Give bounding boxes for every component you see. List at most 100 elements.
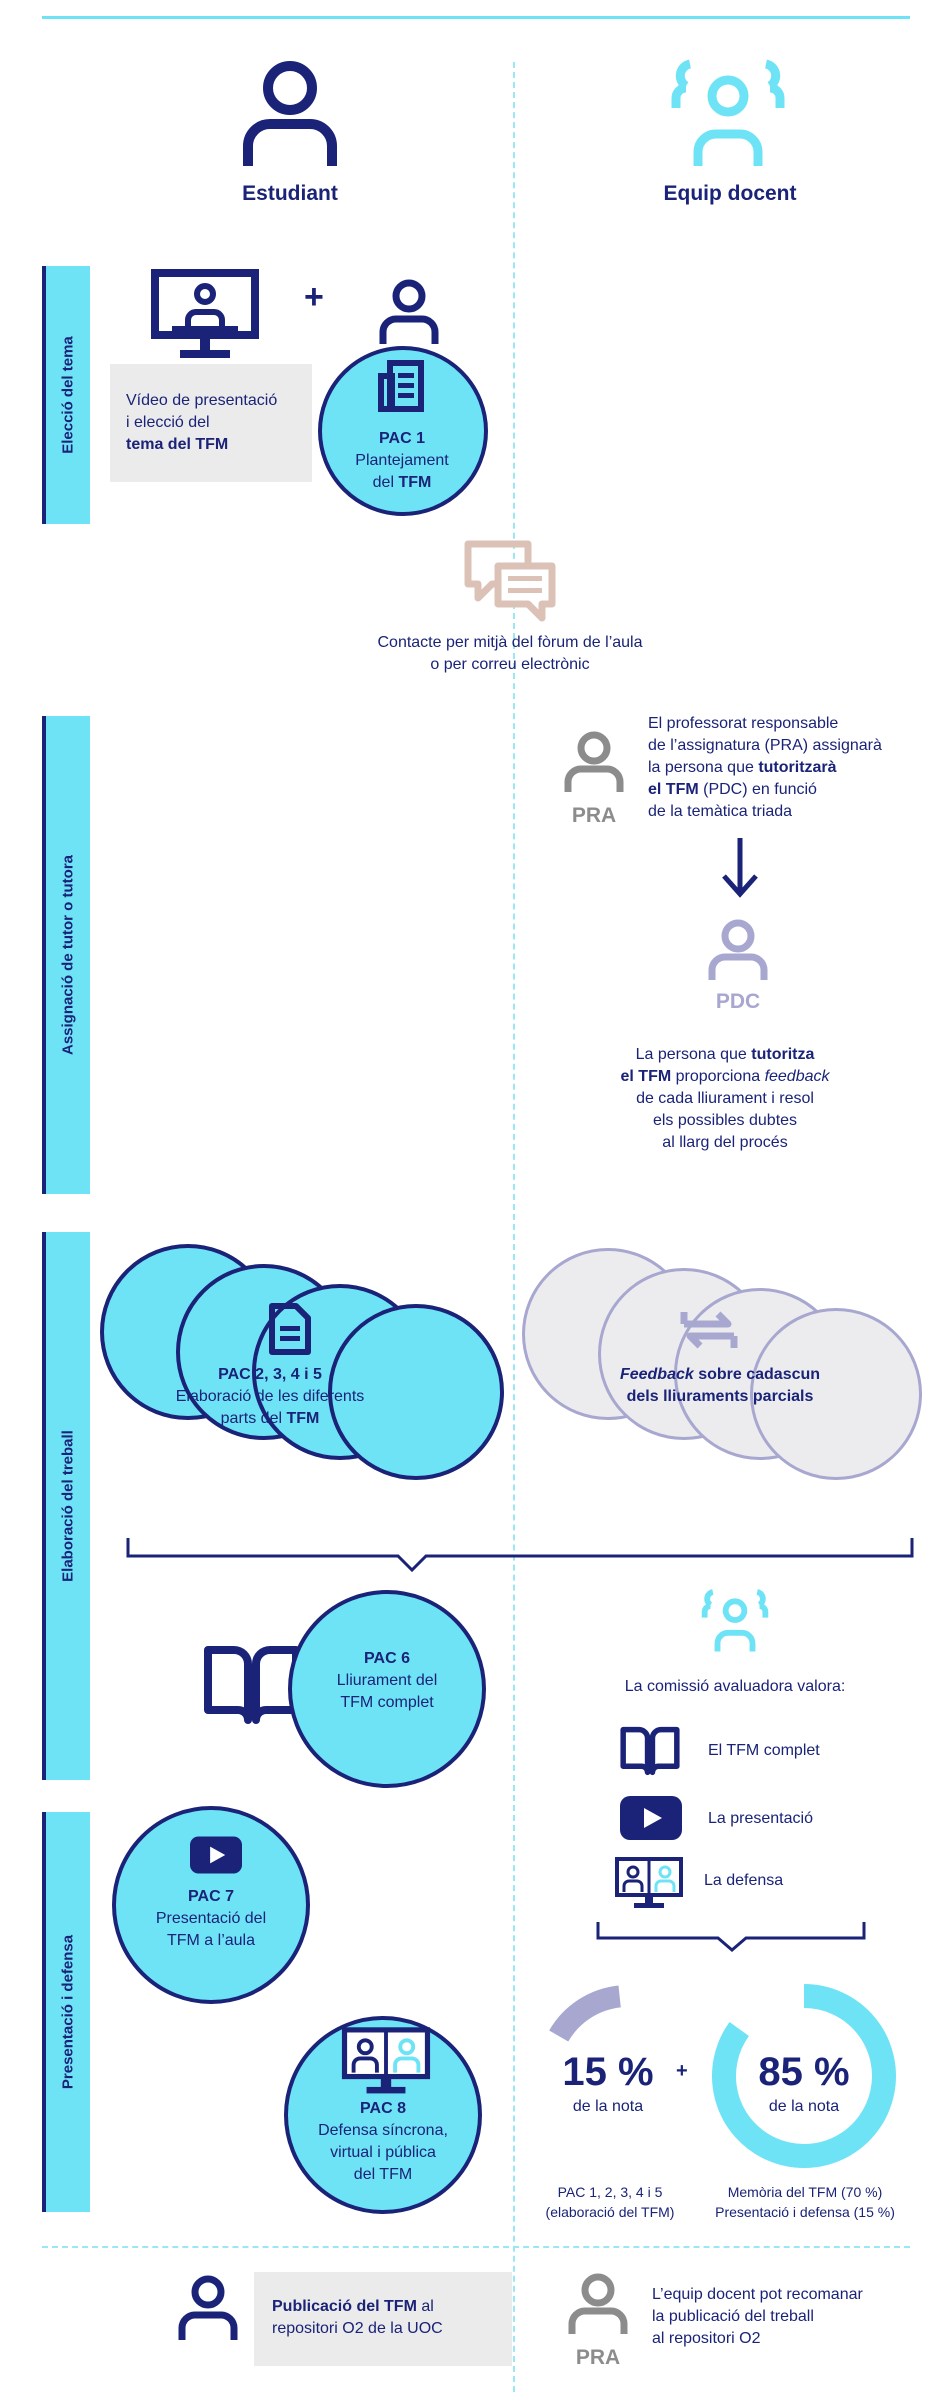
pac2-circle-4	[328, 1304, 504, 1480]
complete-book-icon	[620, 1726, 680, 1776]
grade-85-note: Memòria del TFM (70 %) Presentació i def…	[700, 2182, 910, 2222]
video-line-1: Vídeo de presentació	[126, 392, 278, 409]
publication-right-text: L’equip docent pot recomanar la publicac…	[652, 2284, 922, 2350]
contact-line-2: o per correu electrònic	[430, 656, 590, 673]
section-bar-defense: Presentació i defensa	[42, 1812, 90, 2212]
pac8-text: PAC 8 Defensa síncrona, virtual i públic…	[288, 2098, 478, 2186]
arrow-down-icon	[720, 836, 760, 898]
bracket-commission	[596, 1920, 866, 1954]
section-bar-work: Elaboració del treball	[42, 1232, 90, 1780]
pac6-text: PAC 6 Lliurament del TFM complet	[288, 1648, 486, 1714]
pra-text: El professorat responsable de l’assignat…	[648, 713, 928, 823]
plus-sign-top: +	[304, 278, 324, 316]
contact-text: Contacte per mitjà del fòrum de l’aula o…	[340, 632, 680, 676]
book-icon	[204, 1644, 300, 1726]
publication-text: Publicació del TFM al repositori O2 de l…	[272, 2296, 512, 2340]
pra-label: PRA	[571, 804, 617, 827]
pac1-line-1: Plantejament	[355, 452, 449, 469]
pra-line-2: de l’assignatura (PRA) assignarà	[648, 737, 882, 754]
pac1-text: PAC 1 Plantejament del TFM	[322, 428, 482, 494]
feedback-text: Feedback sobre cadascun dels lliuraments…	[600, 1364, 840, 1408]
pac7-play-icon	[190, 1836, 242, 1874]
publication-pra-label: PRA	[575, 2346, 621, 2369]
section-label-topic: Elecció del tema	[59, 336, 77, 454]
pra-icon	[562, 730, 626, 794]
computer-presenter-icon	[150, 268, 260, 360]
grade-85-note-line-2: Presentació i defensa (15 %)	[715, 2204, 895, 2220]
publication-box	[254, 2272, 512, 2366]
pac8-line-3: del TFM	[353, 2166, 413, 2183]
chat-bubbles-icon	[462, 538, 558, 624]
pdc-line-5: al llarg del procés	[662, 1134, 788, 1151]
grade-ring-85	[704, 1976, 904, 2176]
grade-15-note-line-2: (elaboració del TFM)	[545, 2204, 675, 2220]
publication-right-line-1: L’equip docent pot recomanar	[652, 2286, 863, 2303]
play-video-icon	[620, 1796, 682, 1840]
teaching-team-title: Equip docent	[663, 182, 797, 205]
document-icon	[378, 360, 424, 414]
pac2-title: PAC 2, 3, 4 i 5	[218, 1366, 322, 1383]
pac7-line-1: Presentació del	[155, 1910, 267, 1927]
pdc-line-3: de cada lliurament i resol	[636, 1090, 814, 1107]
commission-title: La comissió avaluadora valora:	[624, 1678, 846, 1695]
video-text: Vídeo de presentació i elecció del tema …	[126, 390, 316, 456]
publication-line-2: repositori O2 de la UOC	[272, 2320, 443, 2337]
pra-line-5: de la temàtica triada	[648, 803, 793, 820]
section-bar-topic: Elecció del tema	[42, 266, 90, 524]
publication-student-icon	[176, 2274, 240, 2342]
commission-item-1: El TFM complet	[708, 1742, 820, 1759]
section-label-defense: Presentació i defensa	[59, 1934, 77, 2090]
pac1-line-2: del TFM	[372, 474, 432, 491]
publication-line-1: Publicació del TFM al	[272, 2298, 434, 2315]
grade-85-note-line-1: Memòria del TFM (70 %)	[727, 2184, 883, 2200]
video-line-2: i elecció del	[126, 414, 210, 431]
commission-item-3: La defensa	[704, 1872, 784, 1889]
pra-line-3: la persona que tutoritzarà	[648, 759, 837, 776]
section-label-work: Elaboració del treball	[59, 1430, 77, 1582]
commission-icon	[700, 1586, 770, 1654]
page-icon	[268, 1302, 312, 1356]
pac6-line-1: Lliurament del	[336, 1672, 438, 1689]
pac2-line-1: Elaboració de les diferents	[175, 1388, 365, 1405]
bracket-work	[126, 1536, 914, 1576]
contact-line-1: Contacte per mitjà del fòrum de l’aula	[377, 634, 643, 651]
pac8-title: PAC 8	[360, 2100, 406, 2117]
grade-plus: +	[676, 2060, 688, 2082]
pac6-circle	[288, 1590, 486, 1788]
grade-15-value: 15 %	[562, 2050, 654, 2094]
grade-15-note: PAC 1, 2, 3, 4 i 5 (elaboració del TFM)	[520, 2182, 700, 2222]
pac8-line-2: virtual i pública	[330, 2144, 436, 2161]
pac6-line-2: TFM complet	[340, 1694, 434, 1711]
pdc-label: PDC	[715, 990, 761, 1013]
bottom-divider	[42, 2246, 910, 2248]
teaching-team-icon	[668, 56, 788, 168]
video-line-3: tema del TFM	[126, 436, 229, 453]
grade-85-sub: de la nota	[768, 2098, 840, 2115]
grade-ring-15	[528, 1976, 728, 2176]
student-title: Estudiant	[242, 182, 338, 205]
student-small-icon	[378, 278, 440, 346]
pac1-title: PAC 1	[379, 430, 425, 447]
section-label-tutor: Assignació de tutor o tutora	[59, 854, 77, 1056]
pdc-line-2: el TFM proporciona feedback	[620, 1068, 830, 1085]
publication-right-line-3: al repositori O2	[652, 2330, 761, 2347]
pra-line-4: el TFM (PDC) en funció	[648, 781, 817, 798]
video-box	[110, 364, 312, 482]
publication-pra-icon	[566, 2272, 630, 2336]
feedback-circle-4	[750, 1308, 922, 1480]
grade-15-sub: de la nota	[572, 2098, 644, 2115]
pac7-text: PAC 7 Presentació del TFM a l’aula	[116, 1886, 306, 1952]
grade-15-note-line-1: PAC 1, 2, 3, 4 i 5	[557, 2184, 663, 2200]
pac2-line-2: parts del TFM	[220, 1410, 320, 1427]
feedback-line-1: Feedback sobre cadascun	[619, 1366, 821, 1383]
pdc-line-1: La persona que tutoritza	[635, 1046, 815, 1063]
pac6-title: PAC 6	[364, 1650, 410, 1667]
pac7-line-2: TFM a l’aula	[166, 1932, 256, 1949]
commission-item-2: La presentació	[708, 1810, 813, 1827]
grade-85-value: 85 %	[758, 2050, 850, 2094]
pac8-video-call-icon	[340, 2026, 432, 2096]
video-call-icon	[614, 1856, 684, 1910]
exchange-arrows-icon	[678, 1304, 740, 1356]
pdc-text: La persona que tutoritza el TFM proporci…	[560, 1044, 890, 1154]
pac7-title: PAC 7	[188, 1888, 234, 1905]
